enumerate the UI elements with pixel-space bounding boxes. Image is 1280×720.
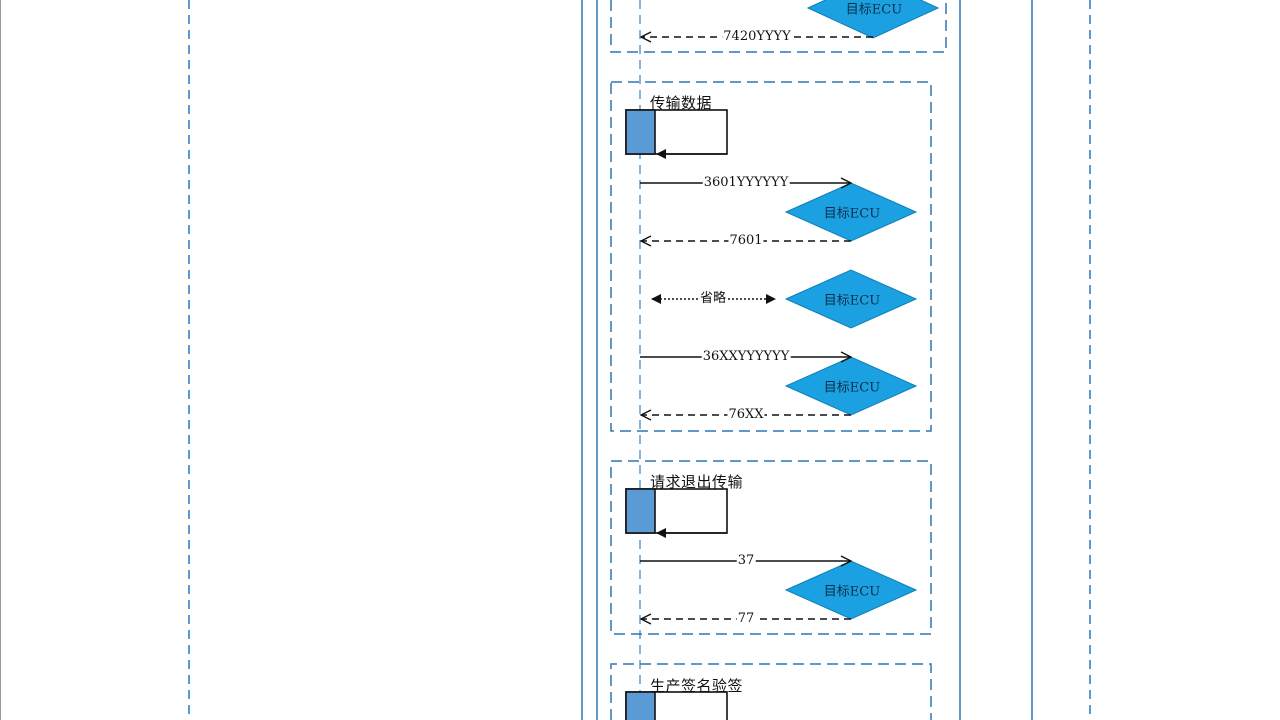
message-label-36xx: 36XXYYYYYY [701,349,791,365]
target-ecu-label-0: 目标ECU [845,2,903,18]
frame-transfer-data [610,81,932,432]
activation-box-request-exit [625,488,728,538]
activation-box-transfer-data [625,109,728,159]
target-ecu-diamond-0 [806,0,940,39]
frame-title-request-exit-transfer: 请求退出传输 [650,473,744,491]
target-ecu-label-2: 目标ECU [823,293,881,309]
activation-box-production-signature [625,691,728,720]
frame-title-production-signature-verify: 生产签名验签 [650,677,744,695]
target-ecu-diamond-3 [784,356,918,416]
message-label-77: 77 [736,611,756,627]
frame-request-exit-transfer [610,460,932,635]
target-ecu-diamond-4 [784,560,918,620]
message-label-76xx: 76XX [727,407,765,423]
message-label-37: 37 [736,553,756,569]
frame-previous-step [610,0,947,53]
target-ecu-diamond-1 [784,182,918,242]
frame-title-transfer-data: 传输数据 [650,94,713,112]
message-label-omitted: 省略 [698,291,728,307]
target-ecu-label-3: 目标ECU [823,380,881,396]
message-label-7420: 7420YYYY [722,29,792,45]
message-label-3601: 3601YYYYYY [702,175,790,191]
frame-production-signature-verify [610,663,932,720]
target-ecu-label-4: 目标ECU [823,584,881,600]
target-ecu-diamond-2 [784,269,918,329]
message-label-7601: 7601 [728,233,764,249]
target-ecu-label-1: 目标ECU [823,206,881,222]
